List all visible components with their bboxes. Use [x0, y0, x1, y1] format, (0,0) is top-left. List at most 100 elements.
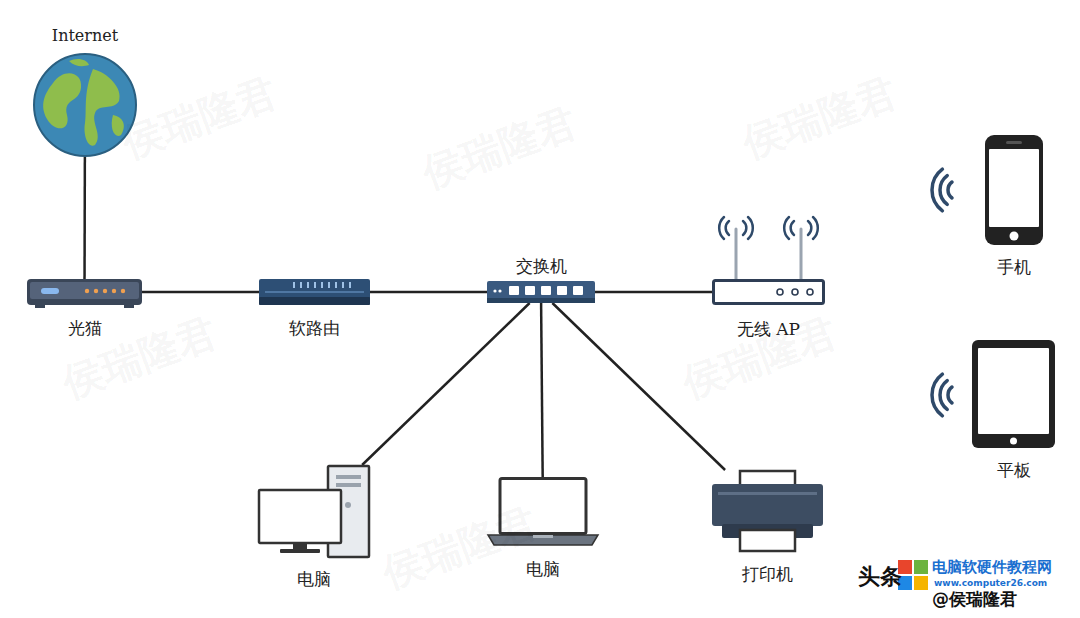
icon-part	[972, 340, 1055, 448]
icon-part	[726, 221, 729, 235]
icon-part	[124, 305, 134, 308]
icon-part	[493, 289, 496, 292]
site-url: www.computer26.com	[934, 578, 1047, 588]
watermark: 侯瑞隆君	[375, 494, 544, 600]
device-label: Internet	[52, 26, 118, 45]
network-cable	[595, 291, 712, 294]
site-logo-text: 头条	[858, 562, 902, 592]
watermark: 侯瑞隆君	[735, 64, 904, 170]
icon-part	[1010, 438, 1017, 445]
icon-part	[336, 483, 361, 487]
icon-part	[557, 286, 567, 295]
icon-part	[94, 289, 98, 293]
icon-part	[336, 475, 361, 479]
printer-device: 打印机	[712, 470, 823, 552]
modem-icon	[27, 279, 142, 305]
icon-part	[813, 217, 818, 239]
windows-logo	[898, 560, 928, 590]
icon-part	[84, 69, 119, 146]
icon-part	[335, 282, 337, 288]
icon-part	[740, 530, 795, 551]
device-label: 交换机	[516, 256, 567, 276]
icon-part	[112, 289, 116, 293]
icon-part	[808, 221, 811, 235]
icon-part	[525, 286, 535, 295]
icon-part	[498, 289, 501, 292]
network-cable	[541, 303, 543, 477]
icon-part	[989, 149, 1039, 227]
icon-part	[307, 282, 309, 288]
printer-icon	[712, 470, 823, 552]
network-cable	[362, 303, 530, 465]
icon-part	[259, 297, 370, 305]
tablet-device: 平板	[972, 340, 1055, 448]
icon-part	[541, 286, 551, 295]
device-label: 光猫	[68, 318, 102, 338]
icon-part	[1006, 141, 1022, 144]
icon-part	[487, 298, 595, 303]
globe-icon	[33, 53, 137, 157]
icon-part	[743, 221, 746, 235]
phone-icon	[985, 135, 1043, 245]
globe-device: Internet	[33, 53, 137, 157]
desktop-device: 电脑	[258, 465, 370, 558]
icon-part	[800, 229, 803, 279]
icon-part	[34, 54, 136, 156]
icon-part	[293, 282, 295, 288]
icon-part	[573, 286, 583, 295]
icon-part	[43, 73, 81, 128]
icon-part	[35, 305, 45, 308]
icon-part	[509, 286, 519, 295]
icon-part	[27, 279, 142, 305]
device-label: 打印机	[742, 564, 793, 584]
desktop-icon	[258, 465, 370, 558]
icon-part	[345, 502, 351, 508]
switch-icon	[487, 281, 595, 303]
device-label: 平板	[997, 460, 1031, 480]
device-label: 电脑	[297, 569, 331, 589]
icon-part	[719, 217, 724, 239]
icon-part	[807, 289, 813, 295]
icon-part	[328, 282, 330, 288]
icon-part	[978, 348, 1049, 434]
wifi-signal	[932, 374, 952, 416]
icon-part	[85, 289, 89, 293]
author-handle: @侯瑞隆君	[932, 588, 1017, 611]
icon-part	[735, 229, 738, 279]
site-name: 电脑软硬件教程网	[932, 558, 1052, 577]
icon-part	[342, 282, 344, 288]
icon-part	[103, 289, 107, 293]
modem-device: 光猫	[27, 279, 142, 305]
icon-part	[30, 282, 139, 299]
icon-part	[777, 289, 783, 295]
icon-part	[487, 281, 595, 303]
ap-device: 无线 AP	[712, 279, 825, 305]
wifi-signal	[932, 169, 952, 211]
router-device: 软路由	[259, 279, 370, 305]
icon-part	[259, 279, 370, 305]
icon-part	[293, 543, 307, 550]
watermark: 侯瑞隆君	[415, 94, 584, 200]
icon-part	[791, 221, 794, 235]
icon-part	[69, 59, 89, 66]
device-label: 软路由	[289, 318, 340, 338]
icon-part	[121, 289, 125, 293]
switch-device: 交换机	[487, 281, 595, 303]
phone-device: 手机	[985, 135, 1043, 245]
icon-part	[748, 217, 753, 239]
icon-part	[784, 217, 789, 239]
watermark: 侯瑞隆君	[115, 64, 284, 170]
network-cable	[142, 291, 259, 294]
icon-part	[718, 492, 817, 495]
icon-part	[712, 484, 823, 526]
icon-part	[321, 282, 323, 288]
icon-part	[349, 282, 351, 288]
icon-part	[314, 282, 316, 288]
device-label: 电脑	[526, 559, 560, 579]
icon-part	[300, 282, 302, 288]
network-cable	[83, 157, 86, 279]
tablet-icon	[972, 340, 1055, 448]
icon-part	[985, 135, 1043, 245]
icon-part	[265, 291, 364, 293]
